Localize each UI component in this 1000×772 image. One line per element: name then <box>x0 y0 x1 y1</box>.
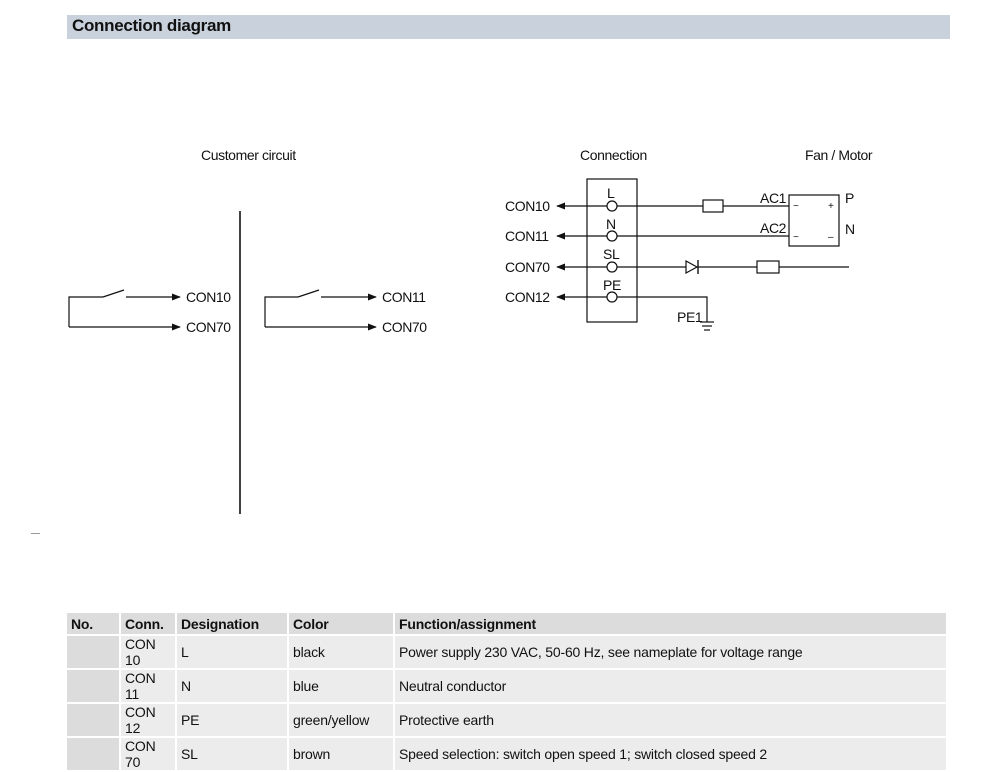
ground-label: PE1 <box>677 309 703 325</box>
output-con70-label: CON70 <box>505 259 550 275</box>
header-color: Color <box>289 613 393 634</box>
stray-mark <box>31 533 40 534</box>
header-no: No. <box>67 613 119 634</box>
cell-function: Protective earth <box>395 704 946 736</box>
motor-box <box>788 194 840 247</box>
terminal-label-l: L <box>607 185 615 201</box>
motor-sign-tr: + <box>828 201 834 212</box>
ground-icon <box>700 321 714 331</box>
cell-function: Neutral conductor <box>395 670 946 702</box>
table-header-row: No. Conn. Designation Color Function/ass… <box>67 613 946 634</box>
header-function: Function/assignment <box>395 613 946 634</box>
table-row: CON 10 L black Power supply 230 VAC, 50-… <box>67 636 946 668</box>
line-pe-wire <box>617 296 708 322</box>
table-row: CON 12 PE green/yellow Protective earth <box>67 704 946 736</box>
output-con12-label: CON12 <box>505 289 550 305</box>
customer-switch-left <box>68 289 181 331</box>
motor-input-ac1: AC1 <box>760 190 787 206</box>
motor-sign-tl: ~ <box>793 201 799 212</box>
cell-color: brown <box>289 738 393 770</box>
cell-designation: PE <box>177 704 287 736</box>
cell-color: green/yellow <box>289 704 393 736</box>
connection-table: No. Conn. Designation Color Function/ass… <box>65 611 948 772</box>
header-designation: Designation <box>177 613 287 634</box>
section-header: Connection diagram <box>67 15 950 39</box>
customer-switch-right <box>264 289 377 331</box>
fuse-icon <box>756 260 780 274</box>
terminal-label-pe: PE <box>603 277 621 293</box>
terminal-label-sl: SL <box>603 246 620 262</box>
customer-right-top-label: CON11 <box>382 289 426 305</box>
cell-designation: N <box>177 670 287 702</box>
cell-no <box>67 636 119 668</box>
customer-right-bottom-label: CON70 <box>382 319 427 335</box>
motor-input-ac2: AC2 <box>760 220 787 236</box>
table-row: CON 11 N blue Neutral conductor <box>67 670 946 702</box>
motor-sign-bl: ~ <box>793 232 799 243</box>
section-title: Connection diagram <box>72 16 231 35</box>
terminal-wires <box>556 202 607 301</box>
customer-left-bottom-label: CON70 <box>186 319 231 335</box>
diode-icon <box>685 259 699 275</box>
cell-color: black <box>289 636 393 668</box>
motor-output-n: N <box>845 221 855 237</box>
output-con10-label: CON10 <box>505 198 550 214</box>
connection-diagram: Customer circuit Connection Fan / Motor … <box>68 147 873 514</box>
table-row: CON 70 SL brown Speed selection: switch … <box>67 738 946 770</box>
customer-left-top-label: CON10 <box>186 289 231 305</box>
cell-designation: SL <box>177 738 287 770</box>
cell-no <box>67 738 119 770</box>
motor-sign-br: – <box>828 232 834 243</box>
output-con11-label: CON11 <box>505 228 549 244</box>
cell-conn: CON 12 <box>121 704 175 736</box>
cell-function: Speed selection: switch open speed 1; sw… <box>395 738 946 770</box>
cell-no <box>67 670 119 702</box>
terminal-label-n: N <box>606 216 616 232</box>
cell-conn: CON 70 <box>121 738 175 770</box>
cell-color: blue <box>289 670 393 702</box>
customer-circuit-label: Customer circuit <box>201 147 296 163</box>
fuse-icon <box>702 199 724 213</box>
cell-no <box>67 704 119 736</box>
terminal-block <box>586 178 638 323</box>
cell-conn: CON 11 <box>121 670 175 702</box>
motor-output-p: P <box>845 190 854 206</box>
fan-motor-label: Fan / Motor <box>805 147 873 163</box>
cell-conn: CON 10 <box>121 636 175 668</box>
cell-function: Power supply 230 VAC, 50-60 Hz, see name… <box>395 636 946 668</box>
connection-label: Connection <box>580 147 647 163</box>
cell-designation: L <box>177 636 287 668</box>
header-conn: Conn. <box>121 613 175 634</box>
